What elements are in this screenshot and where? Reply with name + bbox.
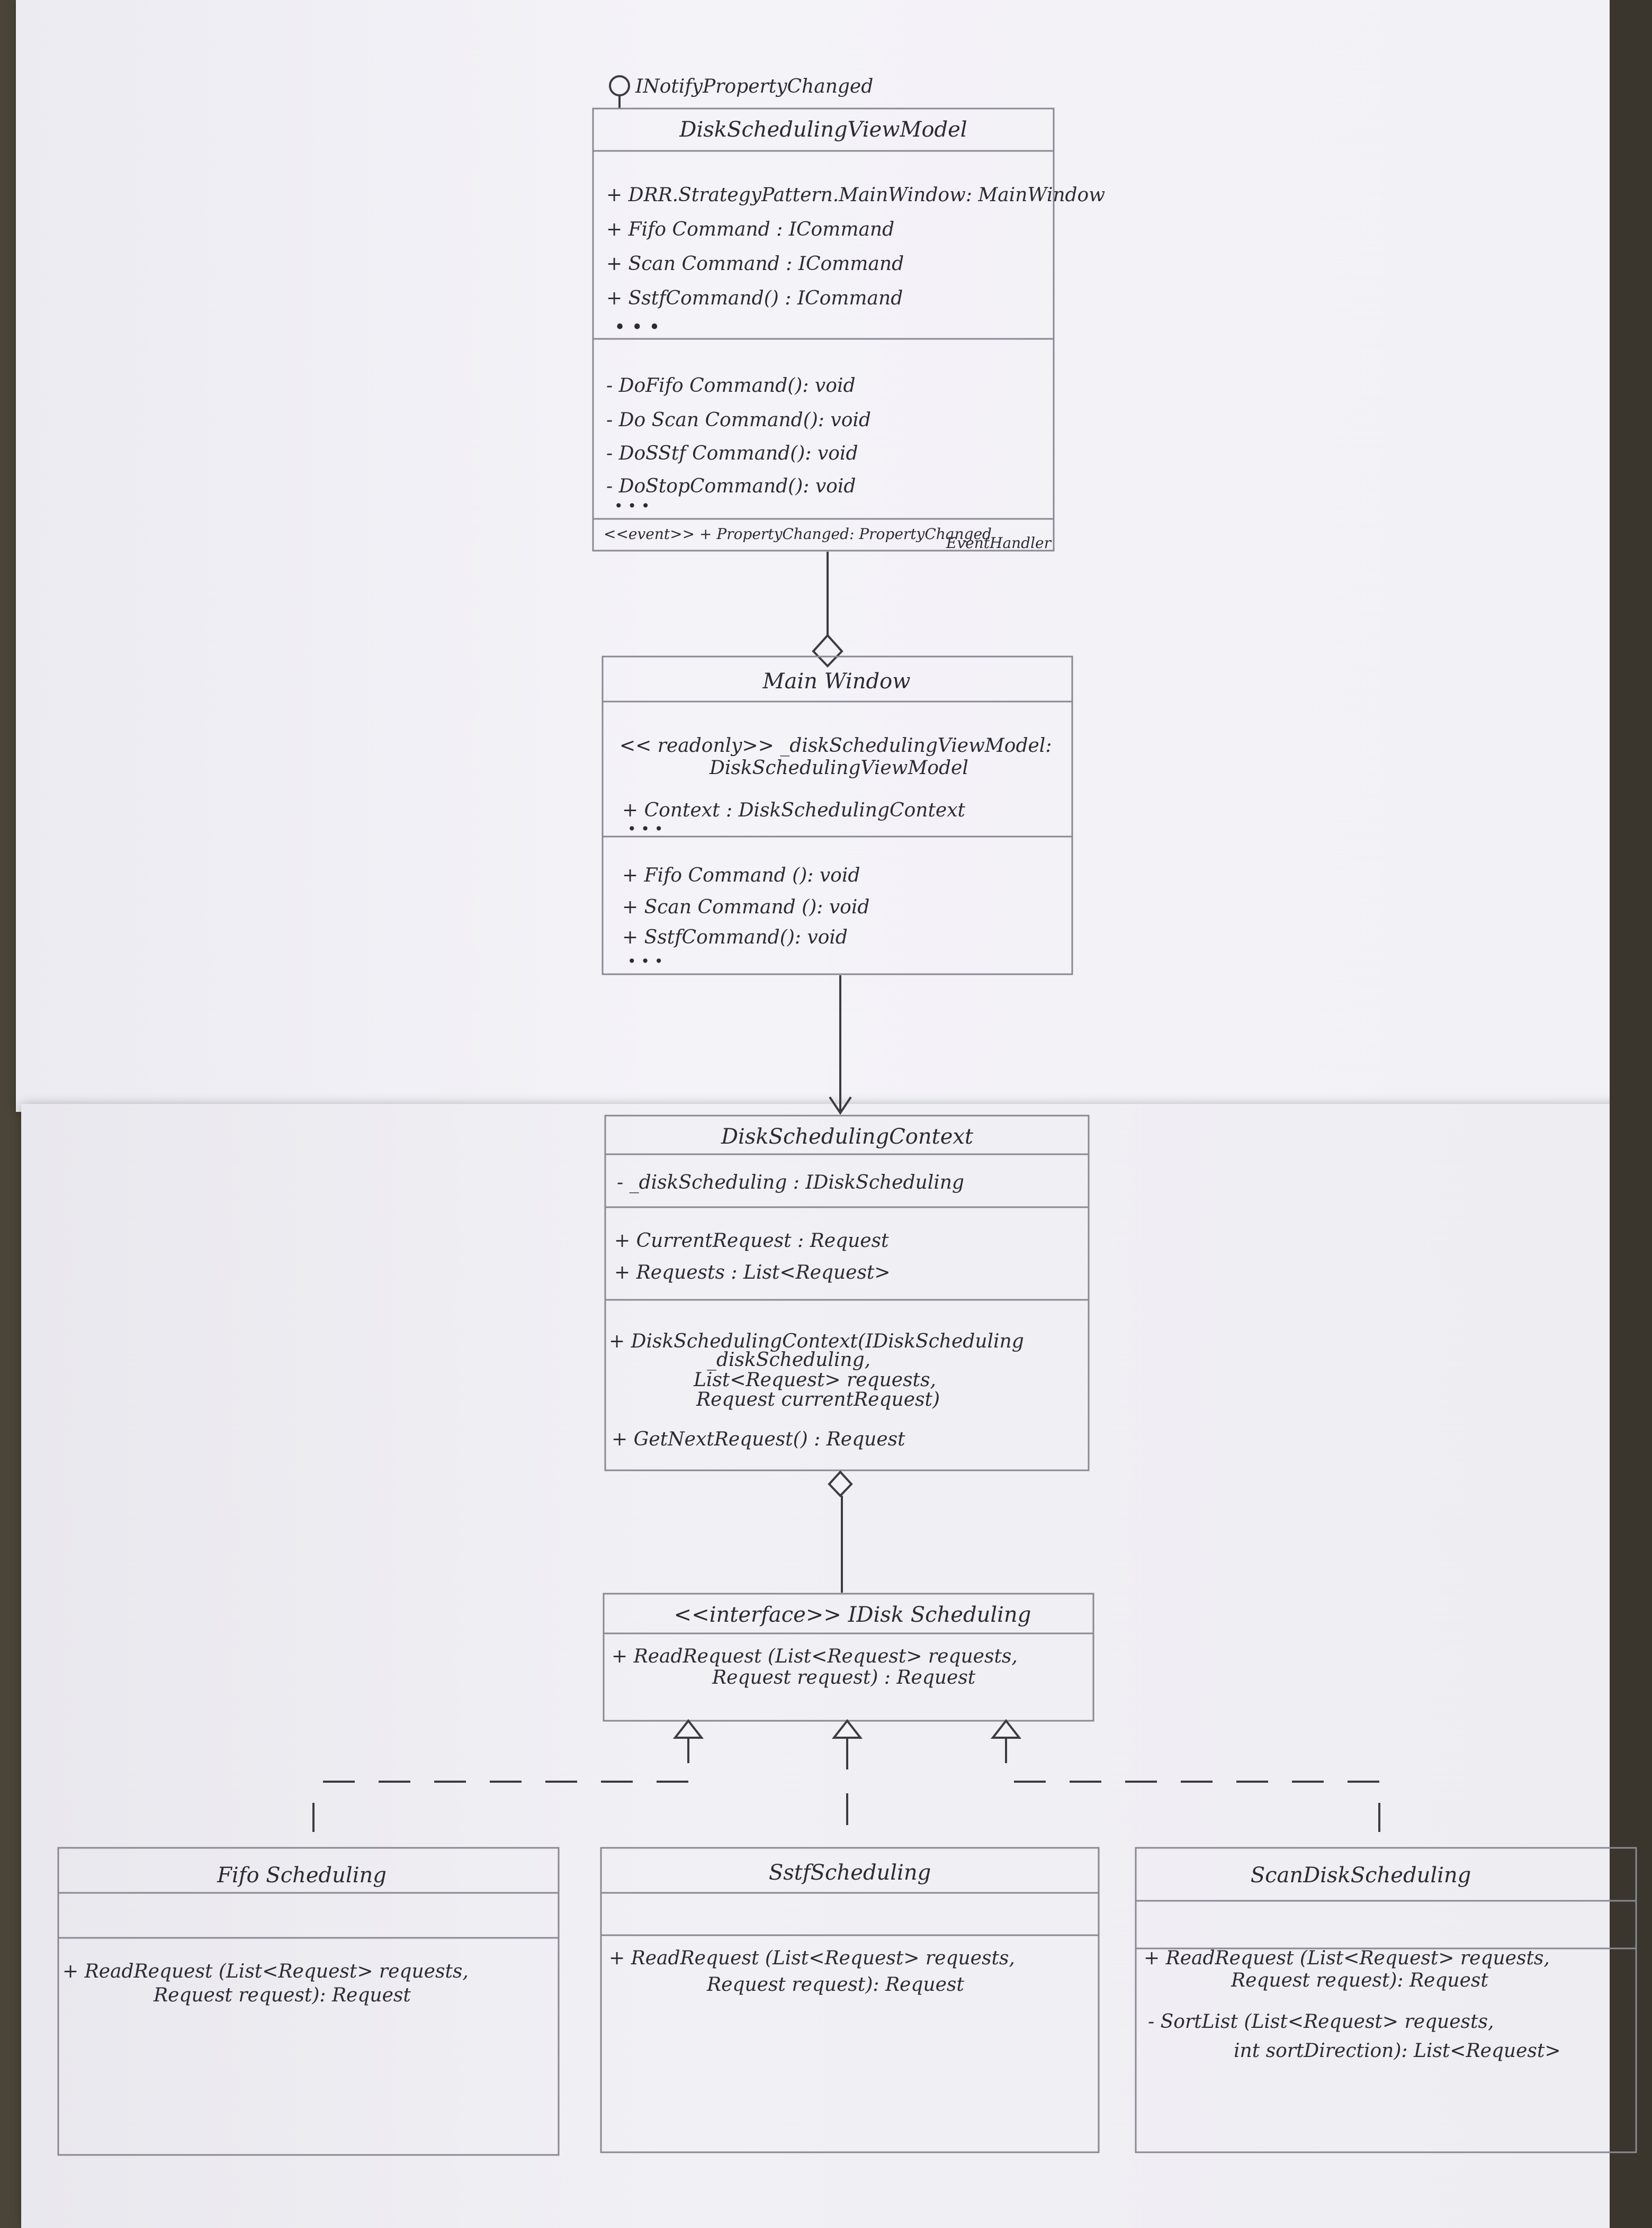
aggregation-viewmodel-mainwindow	[812, 552, 843, 668]
viewmodel-event: EventHandler	[946, 534, 1052, 552]
viewmodel-attribute: + SstfCommand() : ICommand	[606, 288, 903, 309]
context-property: + CurrentRequest : Request	[614, 1230, 889, 1252]
paper-sheet-bottom	[21, 1104, 1652, 2228]
scan-operation: Request request): Request	[1231, 1970, 1488, 1991]
context-operation: List<Request> requests,	[693, 1369, 936, 1391]
background-edge	[1610, 0, 1652, 2228]
mainwindow-attribute: << readonly>> _diskSchedulingViewModel:	[620, 735, 1052, 757]
realization-triangle-fifo	[672, 1719, 704, 1739]
aggregation-context-interface	[828, 1470, 853, 1593]
scan-operation: int sortDirection): List<Request>	[1234, 2040, 1561, 2062]
association-mainwindow-context	[829, 975, 852, 1115]
viewmodel-ellipsis: • • •	[614, 317, 660, 338]
context-box	[604, 1115, 1090, 1471]
viewmodel-attribute: + Fifo Command : ICommand	[606, 219, 894, 240]
context-operation: + GetNextRequest() : Request	[612, 1429, 905, 1450]
viewmodel-operation: - DoFifo Command(): void	[606, 375, 856, 397]
sstf-class[interactable]: SstfScheduling + ReadRequest (List<Reque…	[600, 1847, 1100, 2153]
fifo-class[interactable]: Fifo Scheduling + ReadRequest (List<Requ…	[57, 1847, 560, 2156]
interface-class[interactable]: <<interface>> IDisk Scheduling + ReadReq…	[603, 1593, 1094, 1722]
sstf-title: SstfScheduling	[769, 1861, 931, 1885]
lollipop-label: INotifyPropertyChanged	[635, 76, 873, 97]
viewmodel-attribute: + DRR.StrategyPattern.MainWindow: MainWi…	[606, 184, 1105, 206]
context-title: DiskSchedulingContext	[721, 1125, 974, 1149]
realization-triangle-sstf	[831, 1719, 863, 1739]
interface-operation: + ReadRequest (List<Request> requests,	[612, 1646, 1018, 1667]
lollipop-circle	[609, 75, 630, 96]
mainwindow-ellipsis: • • •	[627, 820, 663, 838]
scan-box	[1135, 1847, 1637, 2153]
mainwindow-box	[601, 655, 1073, 975]
viewmodel-operation: - Do Scan Command(): void	[606, 409, 871, 431]
fifo-box	[57, 1847, 560, 2156]
arrow-head	[829, 1096, 852, 1115]
viewmodel-attribute: + Scan Command : ICommand	[606, 253, 904, 275]
scan-operation: + ReadRequest (List<Request> requests,	[1144, 1947, 1550, 1969]
paper-sheet-top	[16, 0, 1652, 1112]
realization-triangle-scan	[990, 1719, 1022, 1739]
context-class[interactable]: DiskSchedulingContext - _diskScheduling …	[604, 1115, 1090, 1471]
interface-lollipop: INotifyPropertyChanged	[609, 75, 873, 109]
context-field: - _diskScheduling : IDiskScheduling	[617, 1172, 964, 1193]
sstf-box	[600, 1847, 1100, 2153]
fifo-title: Fifo Scheduling	[217, 1863, 387, 1888]
scan-operation: - SortList (List<Request> requests,	[1148, 2011, 1494, 2033]
context-operation: + DiskSchedulingContext(IDiskScheduling	[609, 1331, 1024, 1352]
viewmodel-class[interactable]: DiskSchedulingViewModel + DRR.StrategyPa…	[592, 107, 1105, 552]
fifo-operation: + ReadRequest (List<Request> requests,	[62, 1961, 469, 1982]
scan-title: ScanDiskScheduling	[1251, 1863, 1471, 1888]
mainwindow-title: Main Window	[762, 669, 911, 694]
mainwindow-attribute: + Context : DiskSchedulingContext	[622, 799, 966, 821]
aggregation-diamond	[828, 1470, 853, 1497]
viewmodel-operation: - DoStopCommand(): void	[606, 475, 856, 497]
scan-class[interactable]: ScanDiskScheduling + ReadRequest (List<R…	[1135, 1847, 1637, 2153]
aggregation-diamond	[812, 634, 843, 668]
fifo-operation: Request request): Request	[153, 1984, 411, 2006]
context-operation: Request currentRequest)	[696, 1389, 940, 1411]
context-operation: _diskScheduling,	[707, 1349, 870, 1371]
mainwindow-class[interactable]: Main Window << readonly>> _diskSchedulin…	[601, 655, 1073, 975]
mainwindow-operation: + Scan Command (): void	[622, 896, 869, 918]
context-property: + Requests : List<Request>	[614, 1262, 891, 1283]
viewmodel-operation: - DoSStf Command(): void	[606, 443, 858, 464]
viewmodel-box	[592, 107, 1055, 552]
interface-title: <<interface>> IDisk Scheduling	[674, 1603, 1031, 1627]
viewmodel-event: <<event>> + PropertyChanged: PropertyCha…	[604, 525, 992, 543]
sstf-operation: + ReadRequest (List<Request> requests,	[609, 1947, 1015, 1969]
mainwindow-operation: + Fifo Command (): void	[622, 865, 860, 886]
mainwindow-operation: + SstfCommand(): void	[622, 927, 848, 948]
mainwindow-ellipsis: • • •	[627, 953, 663, 970]
mainwindow-attribute: DiskSchedulingViewModel	[709, 757, 968, 779]
viewmodel-title: DiskSchedulingViewModel	[679, 118, 967, 142]
sstf-operation: Request request): Request	[706, 1974, 964, 1996]
viewmodel-ellipsis: • • •	[614, 497, 650, 515]
interface-operation: Request request) : Request	[712, 1667, 976, 1688]
